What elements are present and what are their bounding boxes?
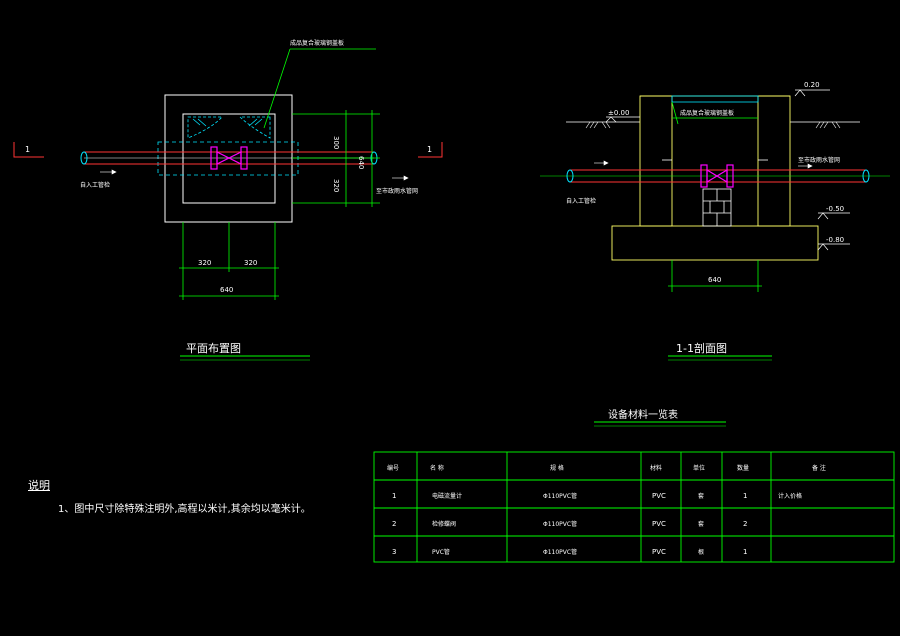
plan-dim-top: 300 [332, 136, 340, 149]
section-mark-right [418, 142, 443, 158]
table-cell: PVC [652, 492, 666, 500]
table-header-cell: 名 称 [430, 464, 444, 472]
table-cell: 根 [698, 548, 704, 556]
section-title: 1-1剖面图 [676, 341, 727, 355]
table-cell: 2 [743, 520, 747, 528]
plan-leader [263, 48, 376, 129]
table-cell: 计入价格 [778, 492, 802, 500]
table-cell: 3 [392, 548, 396, 556]
notes-item: 1、图中尺寸除特殊注明外,高程以米计,其余均以毫米计。 [58, 504, 311, 515]
section-mark-left-label: 1 [25, 145, 30, 154]
elevation-bottom: -0.80 [826, 236, 844, 244]
plan-valve-icon [210, 146, 248, 170]
table-cell: PVC [652, 520, 666, 528]
table-cell: Φ110PVC管 [543, 520, 577, 528]
table-header-cell: 单位 [693, 464, 705, 472]
ground-hatch [585, 121, 841, 129]
table-cell: PVC管 [432, 548, 450, 556]
table-cell: 电磁流量计 [432, 492, 462, 500]
section-valve-icon [700, 164, 734, 188]
elevation-top: 0.20 [804, 81, 820, 89]
plan-dim-right: 320 [244, 259, 257, 267]
plan-flow-arrows [100, 169, 409, 181]
plan-dim-left: 320 [198, 259, 211, 267]
table-cell: 套 [698, 492, 704, 500]
plan-pipe-in-label: 自入工管检 [80, 181, 110, 189]
table-header-cell: 规 格 [550, 464, 564, 472]
table-cell: Φ110PVC管 [543, 548, 577, 556]
section-mark-left [13, 142, 44, 158]
section-pipe-in-label: 自入工管检 [566, 197, 596, 205]
section-pipe-out-label: 至市政雨水管网 [798, 156, 840, 164]
table-cell: 2 [392, 520, 396, 528]
chamber-walls-section [611, 95, 819, 261]
table-title: 设备材料一览表 [608, 408, 678, 421]
table-header-cell: 编号 [387, 464, 399, 472]
materials-table: 设备材料一览表 编号 名 称 规 格 材料 单位 数量 备 注 1 电磁流量计 … [373, 408, 895, 563]
table-cell: 检修蝶阀 [432, 520, 456, 528]
section-pipe [540, 169, 890, 183]
cover-outline-dashed [157, 141, 299, 176]
section-dim-width: 640 [708, 276, 721, 284]
table-header-cell: 备 注 [812, 464, 826, 472]
notes-title: 说明 [28, 479, 50, 492]
corner-hatch [187, 116, 271, 139]
table-grid [373, 451, 895, 563]
table-cell: 1 [743, 548, 747, 556]
plan-vertical-dimension [292, 110, 380, 207]
section-flow-arrows [594, 160, 813, 169]
plan-dim-total-h: 640 [220, 286, 233, 294]
table-cell: Φ110PVC管 [543, 492, 577, 500]
plan-view: 1 1 [13, 39, 443, 361]
plan-leader-label: 成品复合玻璃钢盖板 [290, 39, 344, 47]
valve-support-block [702, 188, 732, 227]
plan-horizontal-dimension [179, 222, 279, 300]
elevation-marks [605, 89, 850, 251]
section-width-dimension [668, 260, 762, 292]
cover-plate-section [671, 95, 759, 103]
table-cell: 1 [743, 492, 747, 500]
section-leader [671, 101, 758, 125]
table-header-cell: 材料 [650, 464, 662, 472]
section-mark-right-label: 1 [427, 145, 432, 154]
chamber-outer-wall [164, 94, 293, 223]
table-header-cell: 数量 [737, 464, 749, 472]
plan-dim-total-v: 640 [357, 156, 365, 169]
elevation-mid: -0.50 [826, 205, 844, 213]
table-cell: 1 [392, 492, 396, 500]
plan-dim-bottom: 320 [332, 179, 340, 192]
table-cell: 套 [698, 520, 704, 528]
section-view: 成品复合玻璃钢盖板 0.20 ±0.00 -0.50 -0.80 自入工管检 至… [540, 81, 890, 361]
plan-title: 平面布置图 [186, 342, 241, 355]
plan-pipe-out-label: 至市政雨水管网 [376, 187, 418, 195]
elevation-ground: ±0.00 [608, 109, 629, 117]
section-leader-label: 成品复合玻璃钢盖板 [680, 109, 734, 117]
chamber-inner-wall [182, 113, 276, 204]
table-cell: PVC [652, 548, 666, 556]
